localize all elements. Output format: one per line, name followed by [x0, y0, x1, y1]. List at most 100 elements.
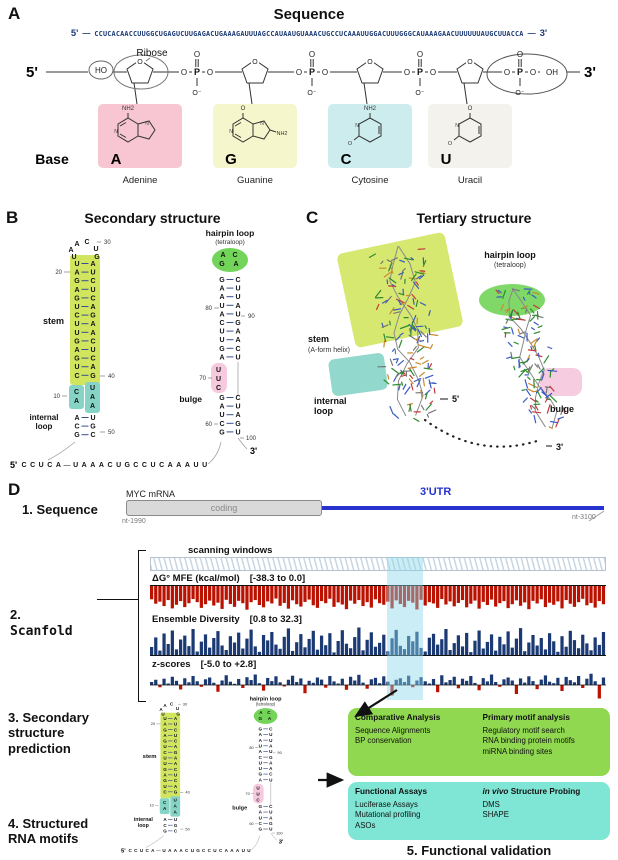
- svg-text:A: A: [174, 803, 178, 808]
- nt-start-label: nt-1990: [122, 518, 146, 525]
- list-item: Luciferase Assays: [355, 799, 418, 809]
- svg-text:A: A: [68, 247, 73, 254]
- svg-text:50: 50: [108, 430, 115, 436]
- svg-text:U: U: [161, 711, 165, 716]
- svg-text:A: A: [163, 817, 167, 822]
- scanning-windows-label: scanning windows: [188, 545, 273, 556]
- three-prime-label: 3': [539, 28, 548, 39]
- svg-text:U: U: [74, 304, 79, 311]
- svg-text:A: A: [235, 412, 240, 419]
- svg-text:C: C: [90, 338, 95, 345]
- svg-text:G: G: [259, 726, 263, 731]
- svg-text:G: G: [225, 151, 237, 168]
- svg-text:80: 80: [249, 745, 254, 750]
- svg-text:90: 90: [248, 314, 255, 320]
- svg-text:internal: internal: [30, 413, 59, 422]
- svg-text:U: U: [193, 462, 198, 469]
- svg-text:O: O: [417, 50, 423, 59]
- svg-text:40: 40: [185, 790, 190, 795]
- svg-text:U: U: [163, 756, 167, 761]
- svg-text:O: O: [181, 68, 187, 77]
- svg-text:U: U: [256, 792, 260, 797]
- svg-text:G: G: [174, 823, 178, 828]
- utr-label: 3'UTR: [420, 486, 452, 498]
- rna-sequence: CCUCACAACCUUGGCUGAGUCUUGAGACUGAAAGAUUUAG…: [94, 29, 524, 38]
- svg-text:Cytosine: Cytosine: [352, 175, 389, 186]
- svg-text:C: C: [235, 277, 240, 284]
- list-item: DMS: [482, 799, 500, 809]
- svg-text:A: A: [174, 809, 178, 814]
- svg-text:U: U: [235, 286, 240, 293]
- svg-text:5': 5': [10, 460, 17, 470]
- svg-text:G: G: [90, 373, 96, 380]
- svg-text:U: U: [219, 337, 224, 344]
- svg-text:U: U: [235, 311, 240, 318]
- bulge-highlight: [211, 363, 227, 393]
- svg-text:G: G: [163, 739, 167, 744]
- coding-label: coding: [210, 503, 238, 513]
- svg-text:A: A: [269, 815, 273, 820]
- svg-text:G: G: [163, 778, 167, 783]
- scanfold-tool-name: Scanfold: [10, 623, 73, 639]
- svg-text:U: U: [441, 151, 452, 168]
- svg-text:C: C: [163, 800, 167, 805]
- mfe-track-plot: [150, 585, 606, 610]
- svg-text:60: 60: [249, 821, 254, 826]
- svg-text:A: A: [174, 761, 178, 766]
- svg-text:U: U: [219, 303, 224, 310]
- svg-text:O: O: [367, 59, 373, 66]
- svg-text:NH2: NH2: [364, 106, 377, 112]
- svg-text:A: A: [163, 773, 167, 778]
- svg-text:3': 3': [584, 64, 596, 81]
- svg-text:C: C: [145, 848, 149, 853]
- svg-text:G: G: [163, 828, 167, 833]
- svg-text:C: C: [219, 320, 224, 327]
- svg-text:A: A: [56, 462, 61, 469]
- svg-text:C: C: [74, 389, 79, 396]
- svg-text:N: N: [260, 121, 264, 127]
- ed-track-plot: [150, 627, 606, 656]
- svg-text:U: U: [219, 329, 224, 336]
- svg-text:A: A: [163, 722, 167, 727]
- svg-text:internal: internal: [134, 817, 154, 823]
- svg-text:hairpin loop: hairpin loop: [250, 696, 283, 702]
- panel-a-title: Sequence: [273, 6, 345, 23]
- svg-text:A: A: [174, 756, 178, 761]
- svg-text:U: U: [174, 733, 178, 738]
- svg-text:G: G: [174, 789, 178, 794]
- svg-text:U: U: [39, 462, 44, 469]
- analysis-box: Comparative Analysis Sequence Alignments…: [348, 708, 610, 776]
- sequence-dash-left: —: [82, 29, 91, 38]
- svg-text:C: C: [134, 848, 138, 853]
- svg-text:U: U: [216, 376, 221, 383]
- svg-text:100: 100: [276, 830, 283, 835]
- svg-text:U: U: [74, 330, 79, 337]
- svg-text:G: G: [219, 261, 225, 268]
- svg-text:O: O: [241, 106, 246, 112]
- svg-text:C: C: [74, 373, 79, 380]
- ribose-oval: [113, 54, 169, 90]
- svg-text:C: C: [90, 295, 95, 302]
- svg-text:100: 100: [246, 436, 257, 442]
- svg-text:U: U: [202, 462, 207, 469]
- svg-text:G: G: [269, 755, 273, 760]
- svg-text:A: A: [269, 766, 273, 771]
- panel-a-label: A: [8, 4, 21, 23]
- svg-text:A: A: [174, 848, 178, 853]
- svg-text:A: A: [163, 703, 167, 708]
- svg-text:loop: loop: [36, 422, 53, 431]
- svg-text:A: A: [82, 462, 87, 469]
- svg-text:A: A: [74, 398, 79, 405]
- svg-text:(tetraloop): (tetraloop): [215, 239, 245, 246]
- svg-text:A: A: [219, 311, 224, 318]
- svg-text:U: U: [259, 815, 263, 820]
- svg-text:G: G: [219, 346, 225, 353]
- svg-text:G: G: [74, 338, 80, 345]
- list-item: Regulatory motif search: [482, 725, 565, 735]
- z-range: [-5.0 to +2.8]: [200, 659, 257, 670]
- svg-text:A: A: [111, 151, 122, 168]
- svg-text:G: G: [235, 421, 241, 428]
